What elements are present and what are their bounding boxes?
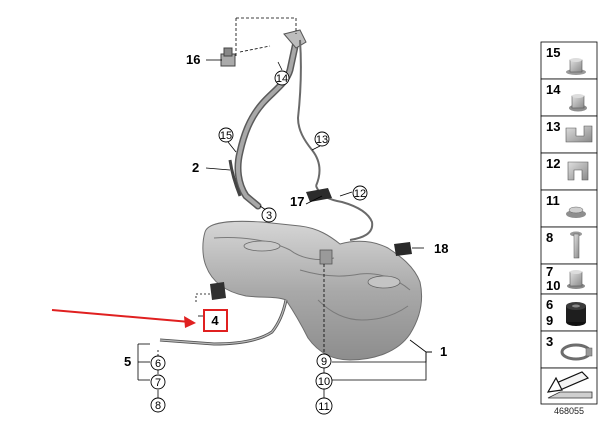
label-part-2: 2: [192, 160, 199, 175]
label-part-18: 18: [434, 241, 448, 256]
parts-cell-7-10: 7 10: [540, 263, 598, 295]
parts-cell-8: 8: [540, 226, 598, 265]
svg-text:12: 12: [354, 188, 366, 200]
label-part-5: 5: [124, 354, 131, 369]
label-part-1: 1: [440, 344, 447, 359]
parts-cell-12: 12: [540, 152, 598, 191]
nut-round-icon: [569, 94, 587, 112]
callout-12: 12: [352, 185, 368, 201]
callout-7: 7: [150, 374, 166, 390]
callout-6: 6: [150, 355, 166, 371]
svg-text:7: 7: [155, 377, 161, 389]
callout-13: 13: [314, 131, 330, 147]
callout-11: 11: [315, 397, 333, 415]
svg-text:10: 10: [318, 376, 330, 388]
breather-hose: [228, 159, 242, 197]
svg-text:11: 11: [318, 401, 329, 413]
callout-10: 10: [315, 372, 333, 390]
svg-text:3: 3: [546, 334, 553, 349]
svg-text:3: 3: [266, 210, 272, 222]
clip-single-icon: [567, 161, 589, 181]
parts-cell-15: 15: [540, 41, 598, 80]
callout-8: 8: [150, 397, 166, 413]
bolt-icon: [570, 231, 582, 259]
svg-text:6: 6: [155, 358, 161, 370]
svg-text:9: 9: [321, 356, 327, 368]
filler-neck: [234, 29, 374, 241]
svg-text:13: 13: [546, 119, 560, 134]
nut-flange-icon: [566, 58, 586, 75]
svg-text:10: 10: [546, 278, 560, 293]
callout-15: 15: [218, 127, 234, 143]
callout-14: 14: [274, 70, 290, 86]
label-part-4: 4: [211, 313, 219, 328]
svg-text:15: 15: [220, 130, 232, 142]
callout-3: 3: [261, 207, 277, 223]
parts-cell-6-9: 6 9: [540, 293, 598, 332]
svg-text:15: 15: [546, 45, 560, 60]
pad-part-4: [210, 282, 226, 300]
pad-part-17: [306, 188, 332, 202]
washer-nut-icon: [566, 206, 586, 218]
svg-text:8: 8: [546, 230, 553, 245]
highlight-arrow: [51, 309, 196, 328]
clip-double-icon: [565, 125, 593, 143]
parts-cell-direction: [540, 367, 598, 405]
pad-part-18: [394, 242, 412, 256]
svg-text:8: 8: [155, 400, 161, 412]
valve-part-16: [220, 47, 236, 67]
parts-cell-14: 14: [540, 78, 598, 117]
parts-cell-13: 13: [540, 115, 598, 154]
part-4-highlight-box: [203, 309, 228, 332]
parts-panel: 15 14 13 12: [540, 41, 598, 416]
rubber-bushing-icon: [566, 302, 586, 326]
diagram-id: 468055: [554, 406, 584, 416]
hose-clamp-icon: [560, 343, 593, 361]
svg-text:11: 11: [546, 193, 560, 208]
svg-text:13: 13: [316, 134, 328, 146]
grommet-nut-icon: [567, 270, 585, 289]
parts-cell-3: 3: [540, 330, 598, 369]
svg-text:9: 9: [546, 313, 553, 328]
svg-text:6: 6: [546, 297, 553, 312]
svg-text:12: 12: [546, 156, 560, 171]
svg-text:7: 7: [546, 264, 553, 279]
label-part-16: 16: [186, 52, 200, 67]
arrow-direction-icon: [546, 371, 593, 399]
parts-cell-11: 11: [540, 189, 598, 228]
svg-text:14: 14: [276, 73, 288, 85]
callout-9: 9: [316, 353, 332, 369]
fuel-tank: [202, 220, 423, 361]
callouts: 14 15 13 12 3 6 7 8 9 10 11: [150, 70, 368, 415]
leader-lines: [137, 17, 432, 398]
label-part-17: 17: [290, 194, 304, 209]
svg-text:14: 14: [546, 82, 561, 97]
